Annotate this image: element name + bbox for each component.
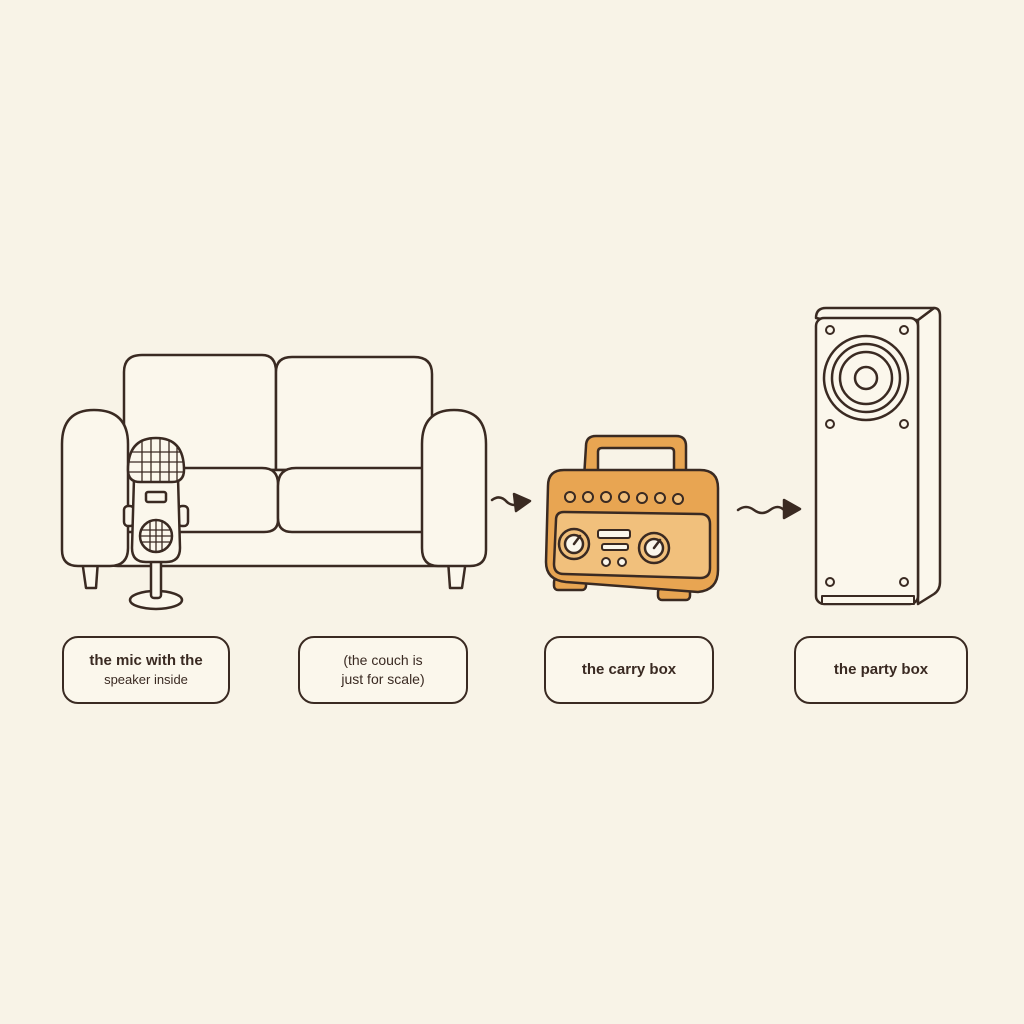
label-party-box-text: the party box bbox=[833, 660, 929, 678]
label-party-box: the party box bbox=[794, 636, 968, 704]
arrow-right-icon bbox=[490, 492, 532, 513]
label-carry-box: the carry box bbox=[544, 636, 714, 704]
label-couch-line1: (the couch is bbox=[343, 652, 423, 669]
label-mic: the mic with the speaker inside bbox=[62, 636, 230, 704]
microphone-icon bbox=[122, 436, 190, 611]
couch-icon bbox=[60, 353, 488, 590]
label-mic-line2: speaker inside bbox=[104, 672, 188, 688]
label-couch: (the couch is just for scale) bbox=[298, 636, 468, 704]
label-mic-line1: the mic with the bbox=[89, 652, 203, 670]
party-box-icon bbox=[814, 306, 942, 606]
label-couch-line2: just for scale) bbox=[341, 671, 425, 687]
arrow-right-icon bbox=[736, 498, 802, 520]
carry-box-icon bbox=[544, 434, 720, 602]
label-carry-box-text: the carry box bbox=[581, 660, 677, 678]
